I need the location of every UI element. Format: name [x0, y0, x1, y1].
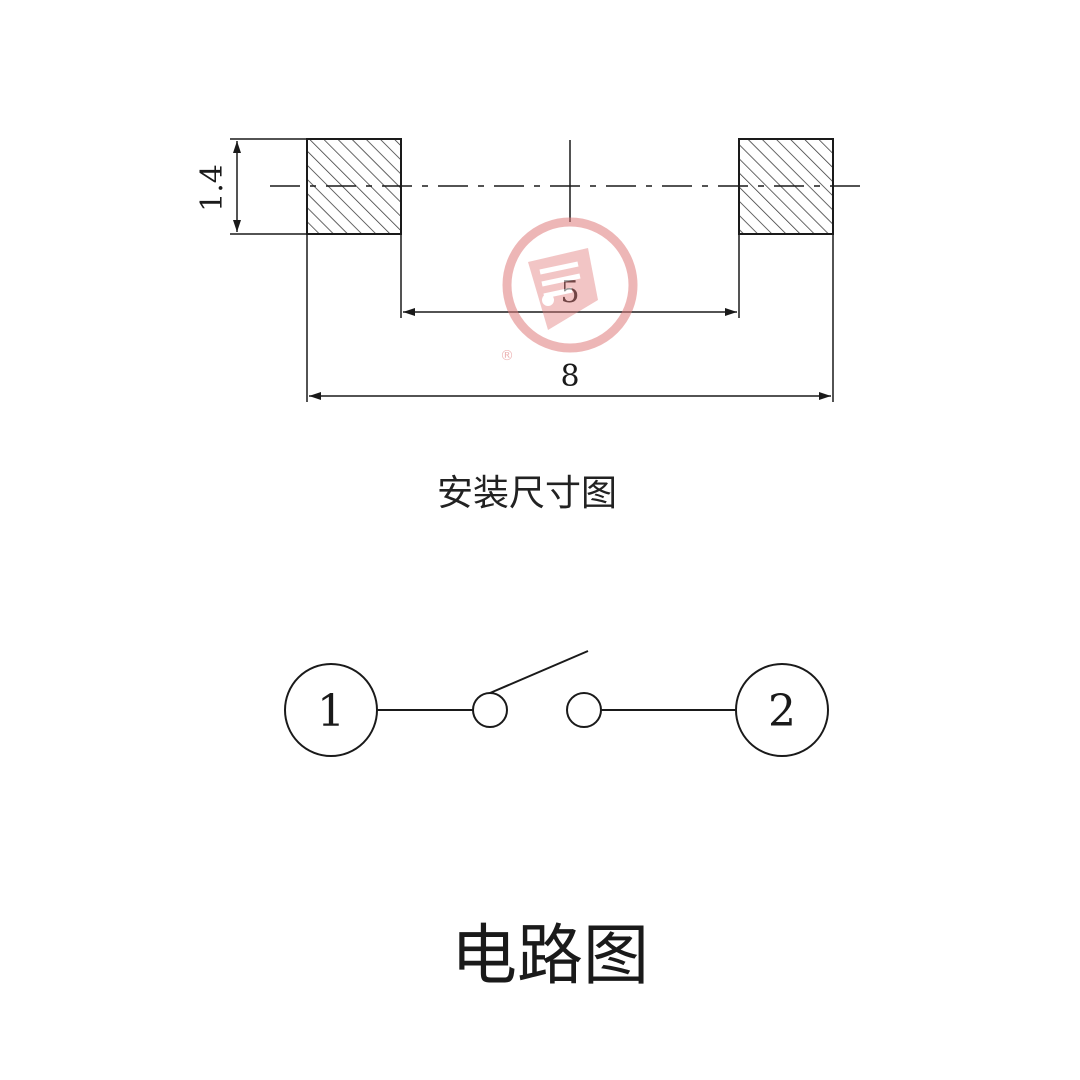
terminal-1-label: 1 — [317, 686, 345, 737]
circuit-diagram: 1 2 电路图 — [284, 650, 829, 994]
terminal-2-label: 2 — [768, 686, 796, 737]
watermark-logo: ® — [500, 217, 638, 364]
switch-blade — [489, 650, 589, 694]
right-contact — [566, 692, 602, 728]
outer-dimension-label: 8 — [560, 359, 579, 394]
outer-dimension: 8 — [309, 359, 831, 400]
height-dimension: 1.4 — [195, 138, 307, 235]
mounting-diagram: 1.4 5 8 安装尺寸图 — [195, 138, 865, 514]
terminal-2-circle — [735, 663, 829, 757]
circuit-diagram-caption: 电路图 — [451, 917, 649, 994]
height-dimension-label: 1.4 — [195, 164, 230, 212]
watermark-registered-mark: ® — [500, 348, 514, 364]
left-contact — [472, 692, 508, 728]
mounting-diagram-caption: 安装尺寸图 — [437, 473, 617, 514]
